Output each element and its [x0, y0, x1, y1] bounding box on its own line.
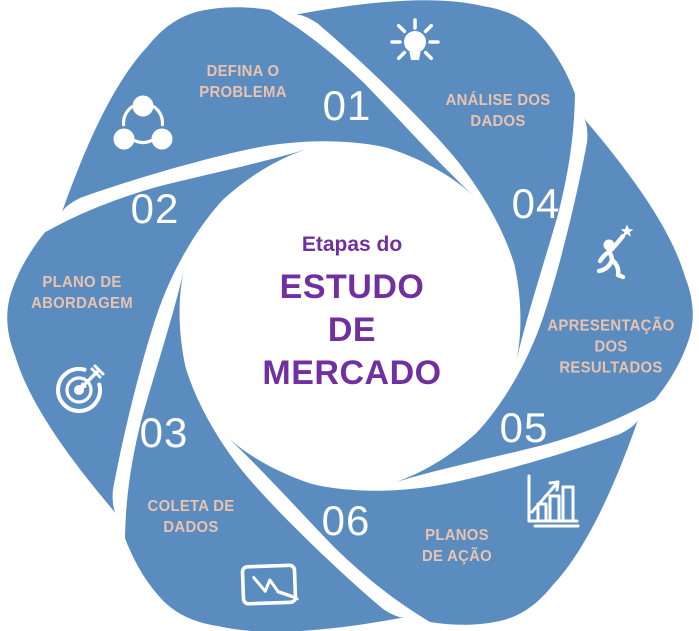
diagram-title-line-1: ESTUDO: [279, 268, 425, 306]
bar-chart-arrow-icon: [527, 474, 580, 528]
step-label-planos-de-acao: PLANOS DE AÇÃO: [421, 527, 493, 565]
tablet-signature-icon: [240, 563, 299, 606]
diagram-title: Etapas do ESTUDO DE MERCADO: [222, 233, 482, 395]
step-label-plano-de-abordagem: PLANO DE ABORDAGEM: [31, 274, 133, 312]
step-label-coleta-de-dados: COLETA DE DADOS: [147, 498, 235, 536]
step-number-01: 01: [322, 82, 372, 129]
step-number-06: 06: [321, 497, 371, 544]
step-number-02: 02: [130, 185, 180, 232]
diagram-title-line-2: DE: [327, 311, 377, 349]
person-reaching-star-icon: [596, 224, 634, 280]
step-number-04: 04: [511, 180, 561, 227]
diagram-title-line-3: MERCADO: [262, 354, 442, 392]
step-label-defina-o-problema: DEFINA O PROBLEMA: [199, 63, 287, 101]
step-label-apresentacao-dos-resultados: APRESENTAÇÃO DOS RESULTADOS: [547, 317, 675, 377]
step-label-analise-dos-dados: ANÁLISE DOS DADOS: [445, 92, 551, 130]
step-number-05: 05: [499, 404, 549, 451]
diagram-kicker: Etapas do: [301, 233, 403, 256]
target-dart-icon: [56, 364, 105, 413]
step-number-03: 03: [139, 409, 189, 456]
share-network-icon: [113, 95, 173, 150]
lightbulb-icon: [390, 18, 440, 61]
